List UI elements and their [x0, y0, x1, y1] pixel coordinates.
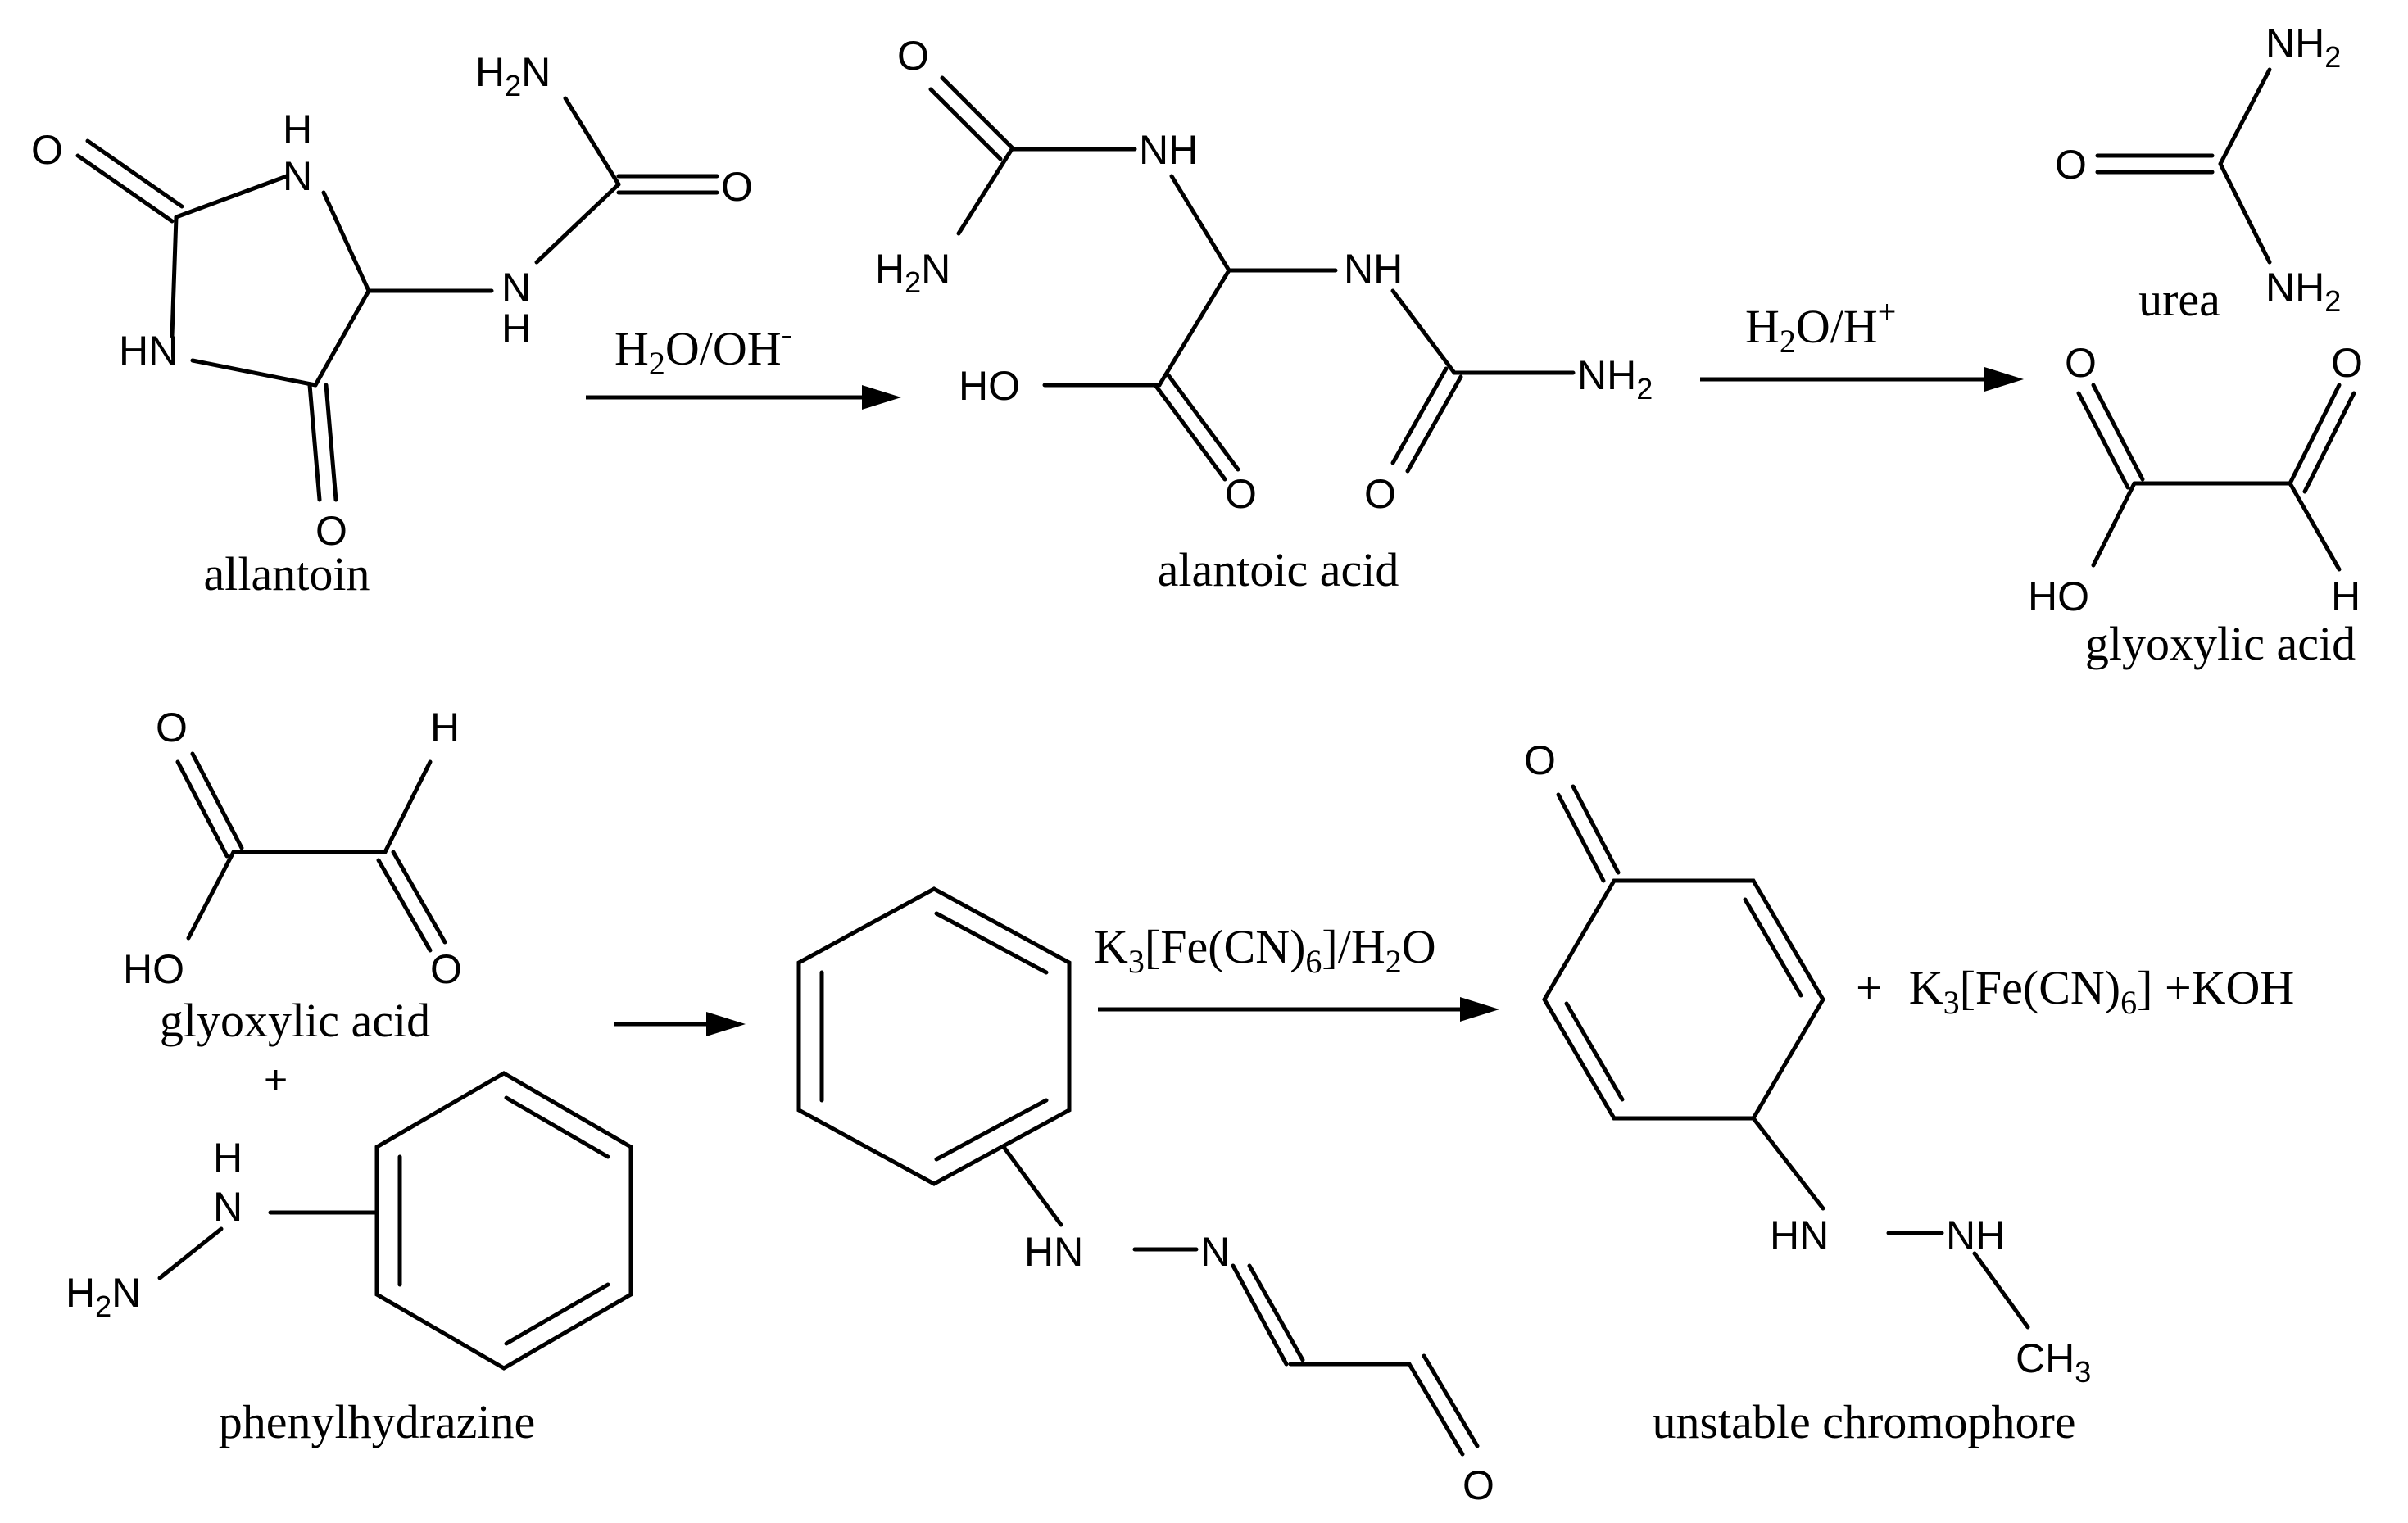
- glyoxylic-acid-top-structure: [2076, 383, 2356, 572]
- allantoin-n-ring: N: [283, 153, 312, 199]
- allantoic-o-top: O: [897, 33, 929, 79]
- allantoic-acid-name: alantoic acid: [1158, 543, 1399, 596]
- condition-step4: K3[Fe(CN)6]/H2O: [1094, 920, 1436, 980]
- arrow-step1: [586, 385, 901, 410]
- arrow-step4: [1098, 997, 1499, 1022]
- glyoxylic-acid-bottom-structure: [175, 751, 447, 953]
- allantoin-hn-ring: HN: [119, 328, 178, 374]
- allantoic-h2n: H2N: [875, 246, 950, 299]
- glyoxylic-top-o-right: O: [2331, 340, 2363, 386]
- phenylhydrazine-n: N: [213, 1184, 243, 1230]
- chromophore-nh: NH: [1946, 1213, 2005, 1258]
- allantoin-o-right: O: [721, 164, 753, 210]
- arrow-step2: [1700, 367, 2024, 392]
- allantoin-h-side: H: [501, 306, 531, 351]
- urea-nh2-top: NH2: [2265, 20, 2341, 74]
- glyoxylic-top-ho: HO: [2028, 573, 2089, 619]
- glyoxylic-bottom-o: O: [156, 705, 188, 750]
- glyoxylic-acid-top-name: glyoxylic acid: [2085, 617, 2356, 670]
- chromophore-o: O: [1524, 737, 1556, 783]
- glyoxylic-bottom-o2: O: [430, 946, 462, 992]
- urea-structure: [2095, 67, 2272, 265]
- allantoin-structure: [75, 96, 719, 502]
- phenylhydrazine-h: H: [213, 1135, 243, 1181]
- allantoin-n-side: N: [501, 265, 531, 310]
- hydrazone-n: N: [1200, 1229, 1230, 1275]
- phenylhydrazine-h2n: H2N: [66, 1270, 141, 1323]
- allantoin-name: allantoin: [204, 547, 370, 601]
- chromophore-structure: [1542, 784, 2030, 1330]
- byproducts: +K3[Fe(CN)6] +KOH: [1856, 961, 2294, 1021]
- allantoic-o-acid: O: [1225, 471, 1257, 517]
- chromophore-hn: HN: [1770, 1213, 1829, 1258]
- urea-o: O: [2055, 142, 2087, 188]
- glyoxylic-acid-bottom-name: glyoxylic acid: [160, 994, 430, 1047]
- glyoxylic-bottom-h: H: [430, 705, 460, 750]
- hydrazone-hn: HN: [1024, 1229, 1083, 1275]
- glyoxylic-top-h: H: [2331, 573, 2360, 619]
- hydrazone-o: O: [1462, 1462, 1494, 1508]
- glyoxylic-bottom-ho: HO: [123, 946, 184, 992]
- allantoic-ho: HO: [959, 363, 1020, 409]
- allantoin-h-ring: H: [283, 107, 312, 152]
- glyoxylic-top-o-left: O: [2065, 340, 2097, 386]
- allantoic-nh-top: NH: [1139, 127, 1198, 173]
- allantoin-o-left: O: [31, 127, 63, 173]
- condition-step1: H2O/OH-: [614, 315, 792, 382]
- urea-nh2-bottom: NH2: [2265, 265, 2341, 318]
- allantoic-acid-structure: [928, 75, 1576, 482]
- allantoin-o-bottom: O: [315, 508, 347, 554]
- phenylhydrazine-structure: [157, 1071, 633, 1371]
- allantoic-o-amide: O: [1364, 471, 1396, 517]
- arrow-step3: [614, 1012, 746, 1036]
- plus-reactants: +: [264, 1057, 288, 1103]
- condition-step2: H2O/H+: [1745, 293, 1896, 360]
- hydrazone-structure: [796, 886, 1480, 1457]
- phenylhydrazine-name: phenylhydrazine: [219, 1395, 536, 1448]
- allantoin-h2n: H2N: [475, 49, 551, 102]
- urea-name: urea: [2138, 273, 2220, 326]
- allantoic-nh-mid: NH: [1344, 246, 1403, 292]
- allantoic-nh2: NH2: [1577, 352, 1653, 406]
- chromophore-name: unstable chromophore: [1652, 1395, 2075, 1448]
- chromophore-ch3: CH3: [2016, 1335, 2091, 1389]
